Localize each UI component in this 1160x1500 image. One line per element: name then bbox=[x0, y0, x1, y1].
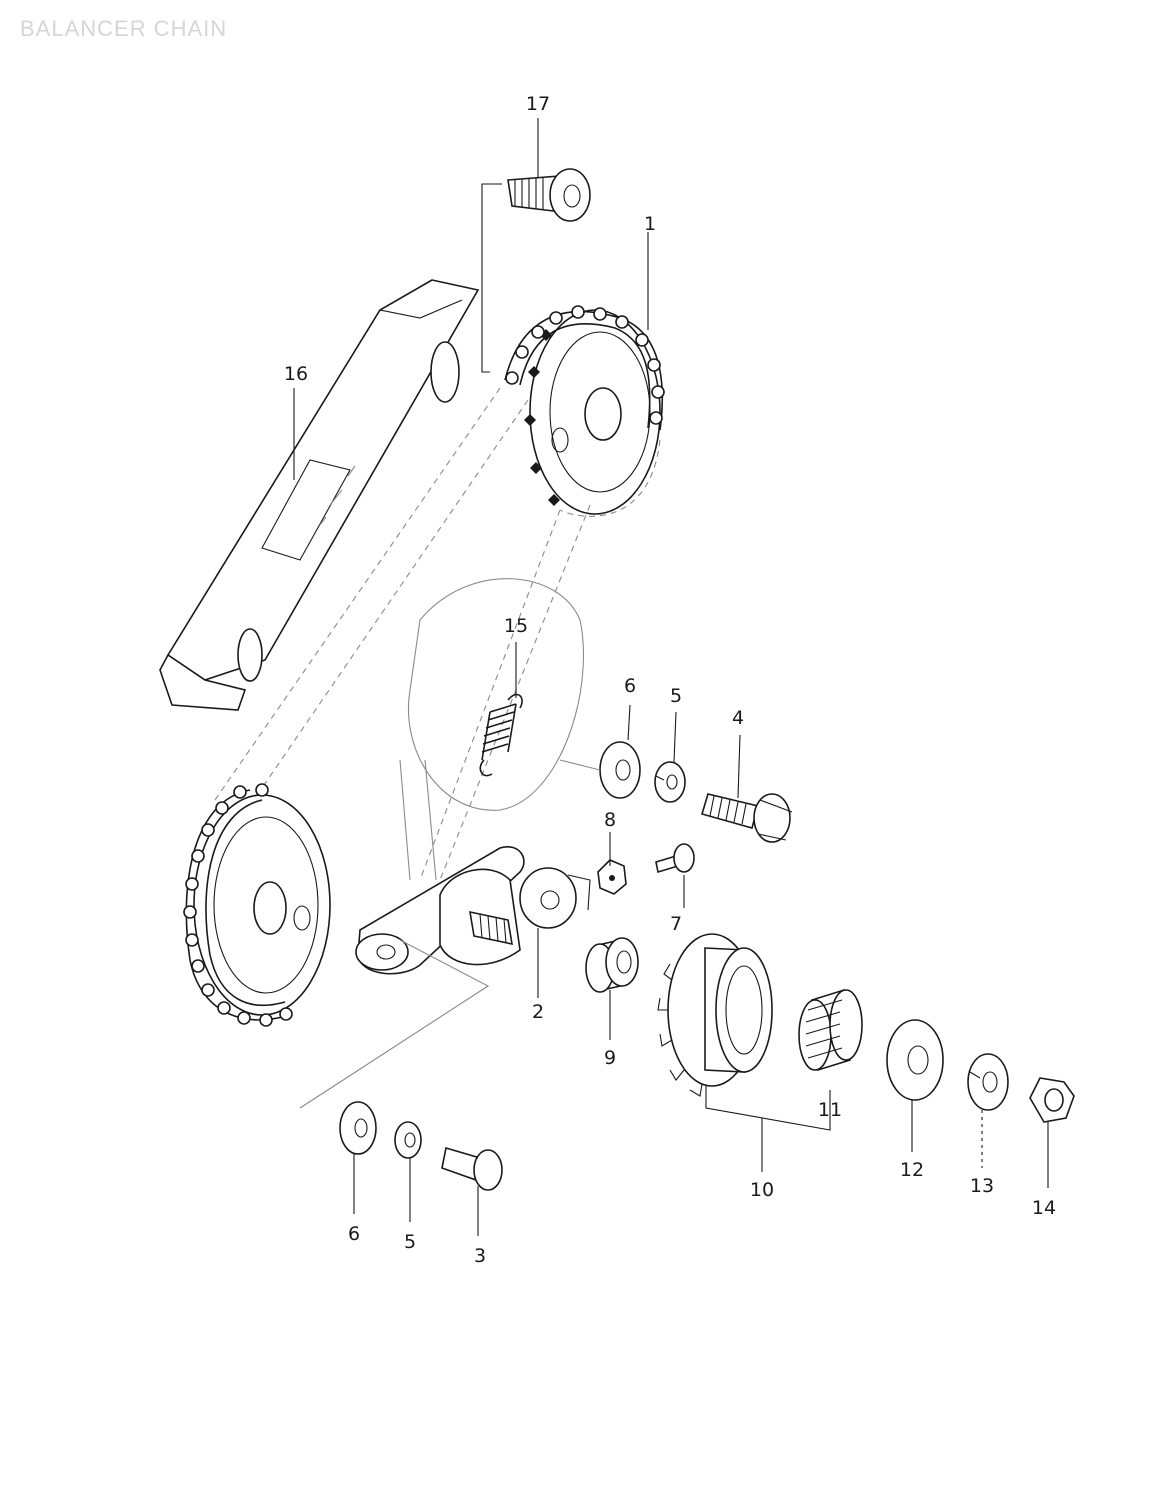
callout-9: 9 bbox=[604, 1047, 616, 1069]
callout-1: 1 bbox=[644, 213, 656, 235]
callout-5-lower: 5 bbox=[404, 1231, 416, 1253]
callout-8: 8 bbox=[604, 809, 616, 831]
tensioner-arm bbox=[355, 846, 591, 975]
lower-sprocket bbox=[193, 794, 331, 1016]
leader-lines bbox=[293, 118, 1049, 1236]
callout-14: 14 bbox=[1032, 1197, 1056, 1219]
spacer bbox=[585, 937, 639, 993]
callout-13: 13 bbox=[970, 1175, 994, 1197]
thrust-washer bbox=[886, 1019, 944, 1101]
guide-bolt bbox=[481, 168, 591, 373]
lock-washer bbox=[967, 1053, 1009, 1111]
needle-bearing bbox=[798, 988, 863, 1072]
chain-run bbox=[214, 387, 661, 881]
callout-12: 12 bbox=[900, 1159, 924, 1181]
callout-2: 2 bbox=[532, 1001, 544, 1023]
callout-16: 16 bbox=[284, 363, 308, 385]
lock-washer-upper bbox=[654, 761, 686, 803]
callout-7: 7 bbox=[670, 913, 682, 935]
tensioner-bolt-upper bbox=[700, 793, 793, 843]
idler-sprocket bbox=[657, 933, 773, 1097]
callout-3: 3 bbox=[474, 1245, 486, 1267]
callout-15: 15 bbox=[504, 615, 528, 637]
callout-labels: 17 1 16 15 6 5 4 8 7 2 9 10 11 12 13 14 … bbox=[284, 93, 1056, 1267]
tensioner-bolt-lower bbox=[441, 1146, 503, 1191]
tensioner-spring bbox=[479, 693, 523, 777]
callout-11: 11 bbox=[818, 1099, 842, 1121]
chain-upper-links bbox=[504, 305, 665, 431]
nut bbox=[597, 859, 627, 895]
callout-6-lower: 6 bbox=[348, 1223, 360, 1245]
callout-10: 10 bbox=[750, 1179, 774, 1201]
callout-5-upper: 5 bbox=[670, 685, 682, 707]
callout-4: 4 bbox=[732, 707, 744, 729]
callout-6-upper: 6 bbox=[624, 675, 636, 697]
chain-guide bbox=[159, 279, 480, 711]
nut bbox=[1029, 1077, 1075, 1123]
lock-washer-lower bbox=[394, 1121, 422, 1159]
chain-lower-links bbox=[183, 783, 293, 1027]
washer-upper bbox=[599, 741, 641, 799]
washer-lower bbox=[339, 1101, 377, 1155]
adjuster-screw bbox=[655, 843, 695, 874]
page-title: BALANCER CHAIN bbox=[20, 16, 228, 41]
tensioner-plate bbox=[399, 578, 584, 881]
callout-17: 17 bbox=[526, 93, 550, 115]
